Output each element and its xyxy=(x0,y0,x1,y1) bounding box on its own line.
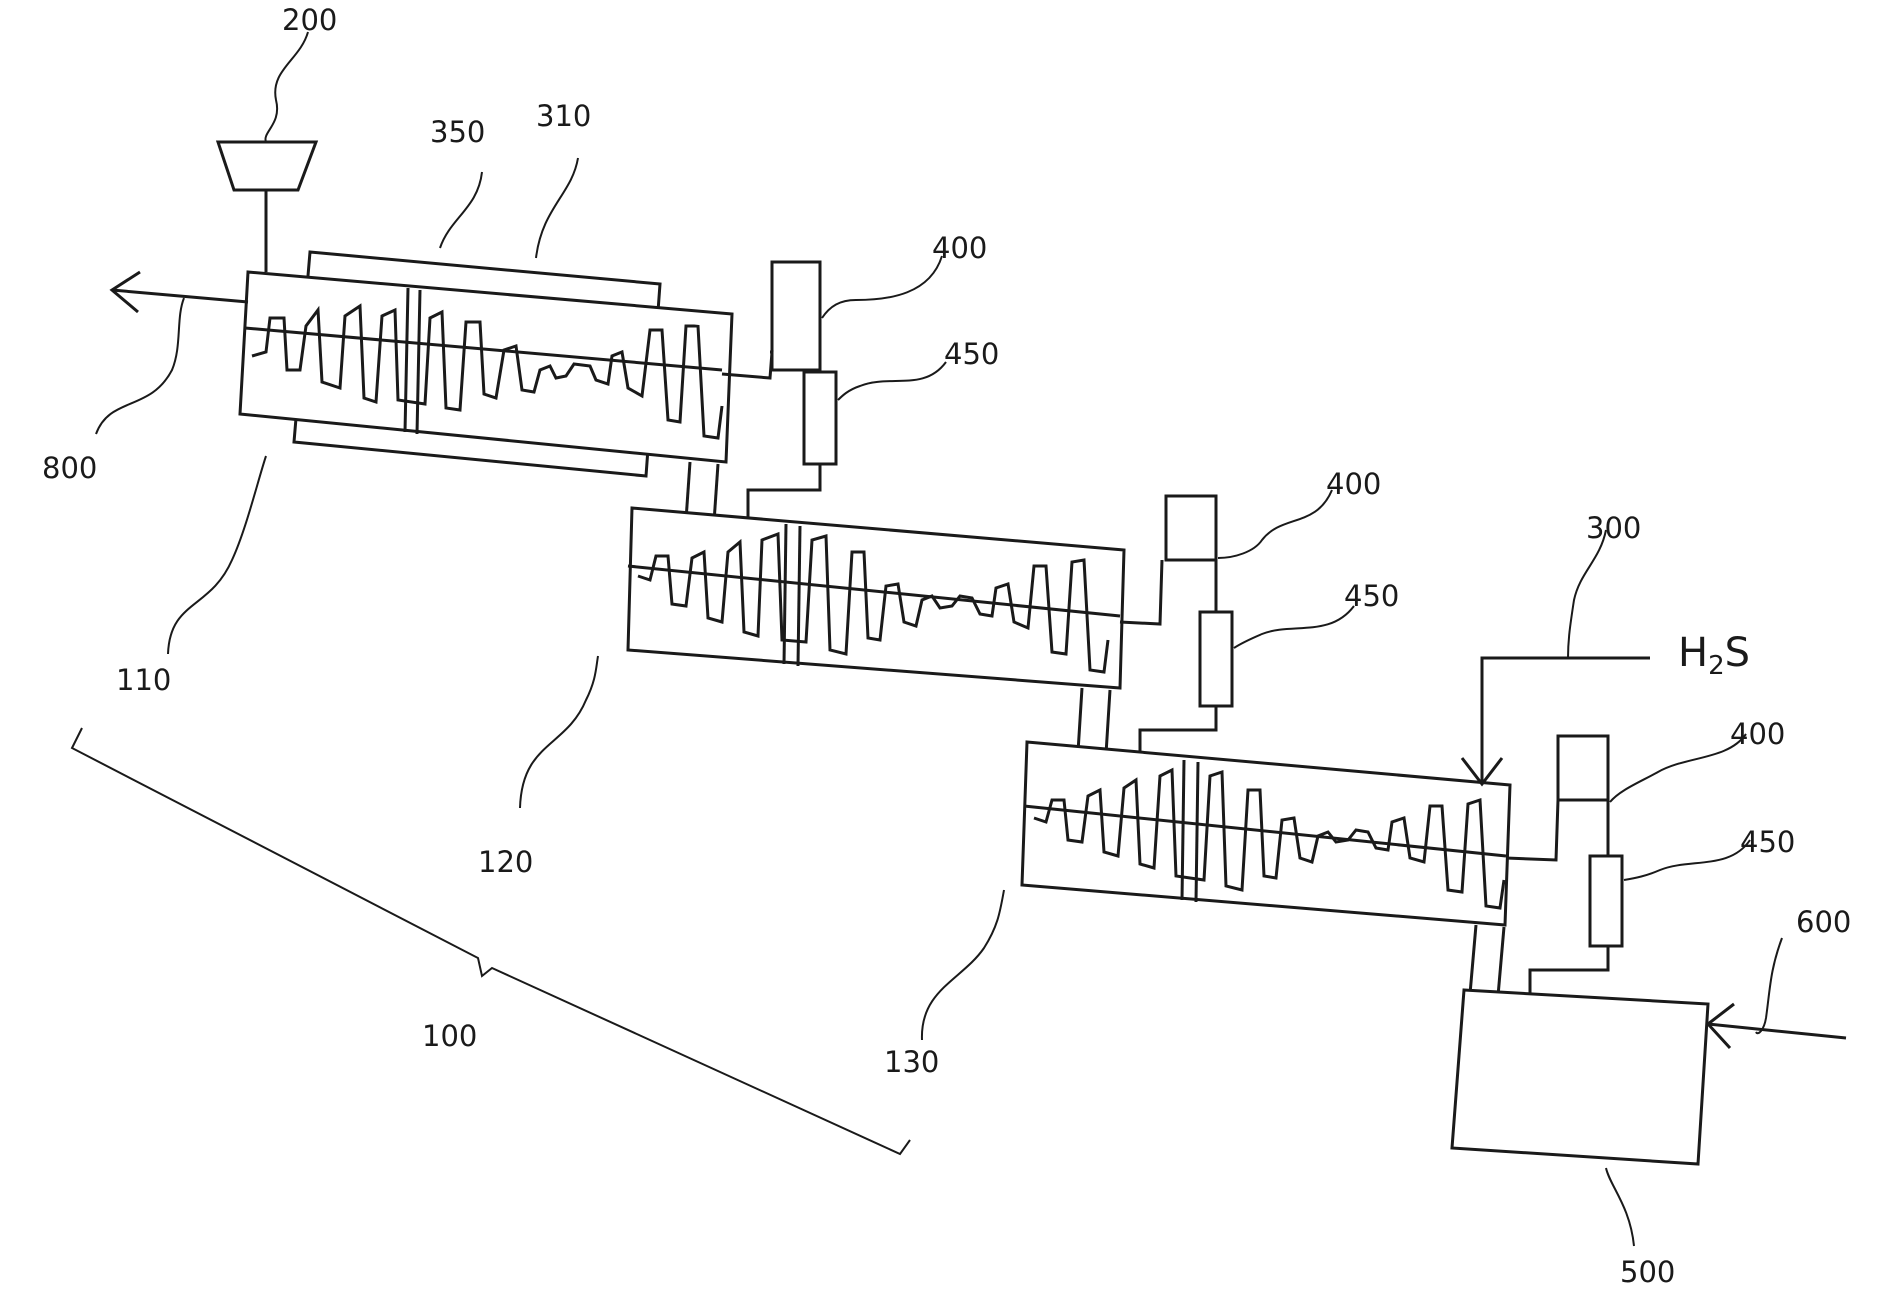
condenser-450-stage2 xyxy=(1200,612,1232,706)
label-450-stage2: 450 xyxy=(1344,579,1399,613)
label-h2s: H2S xyxy=(1678,630,1750,681)
condenser-450-stage3 xyxy=(1590,856,1622,946)
h2s-feed-line-300 xyxy=(1462,658,1650,784)
label-400-stage1: 400 xyxy=(932,231,987,265)
label-500: 500 xyxy=(1620,1255,1675,1289)
label-800: 800 xyxy=(42,451,97,485)
reactor-120 xyxy=(628,508,1162,688)
outlet-line-800 xyxy=(112,272,248,312)
label-400-stage2: 400 xyxy=(1326,467,1381,501)
label-100: 100 xyxy=(422,1019,477,1053)
label-350: 350 xyxy=(430,115,485,149)
label-120: 120 xyxy=(478,845,533,879)
separator-400-stage1 xyxy=(748,262,836,520)
feed-line-600 xyxy=(1708,1004,1846,1048)
feed-hopper-200 xyxy=(218,142,316,272)
downcomer-130-500 xyxy=(1470,925,1504,996)
tank-500 xyxy=(1452,990,1708,1164)
reactor-shell-130 xyxy=(1022,742,1510,925)
label-200: 200 xyxy=(282,3,337,37)
label-300: 300 xyxy=(1586,511,1641,545)
condenser-450-stage1 xyxy=(804,372,836,464)
label-450-stage1: 450 xyxy=(944,337,999,371)
label-310: 310 xyxy=(536,99,591,133)
separator-400-stage3 xyxy=(1530,736,1622,996)
reactor-110 xyxy=(240,252,772,476)
label-130: 130 xyxy=(884,1045,939,1079)
label-110: 110 xyxy=(116,663,171,697)
label-600: 600 xyxy=(1796,905,1851,939)
downcomer-120-130 xyxy=(1078,688,1110,754)
label-450-stage3: 450 xyxy=(1740,825,1795,859)
label-400-stage3: 400 xyxy=(1730,717,1785,751)
reactor-130 xyxy=(1022,742,1558,925)
bracket-100 xyxy=(72,728,910,1154)
